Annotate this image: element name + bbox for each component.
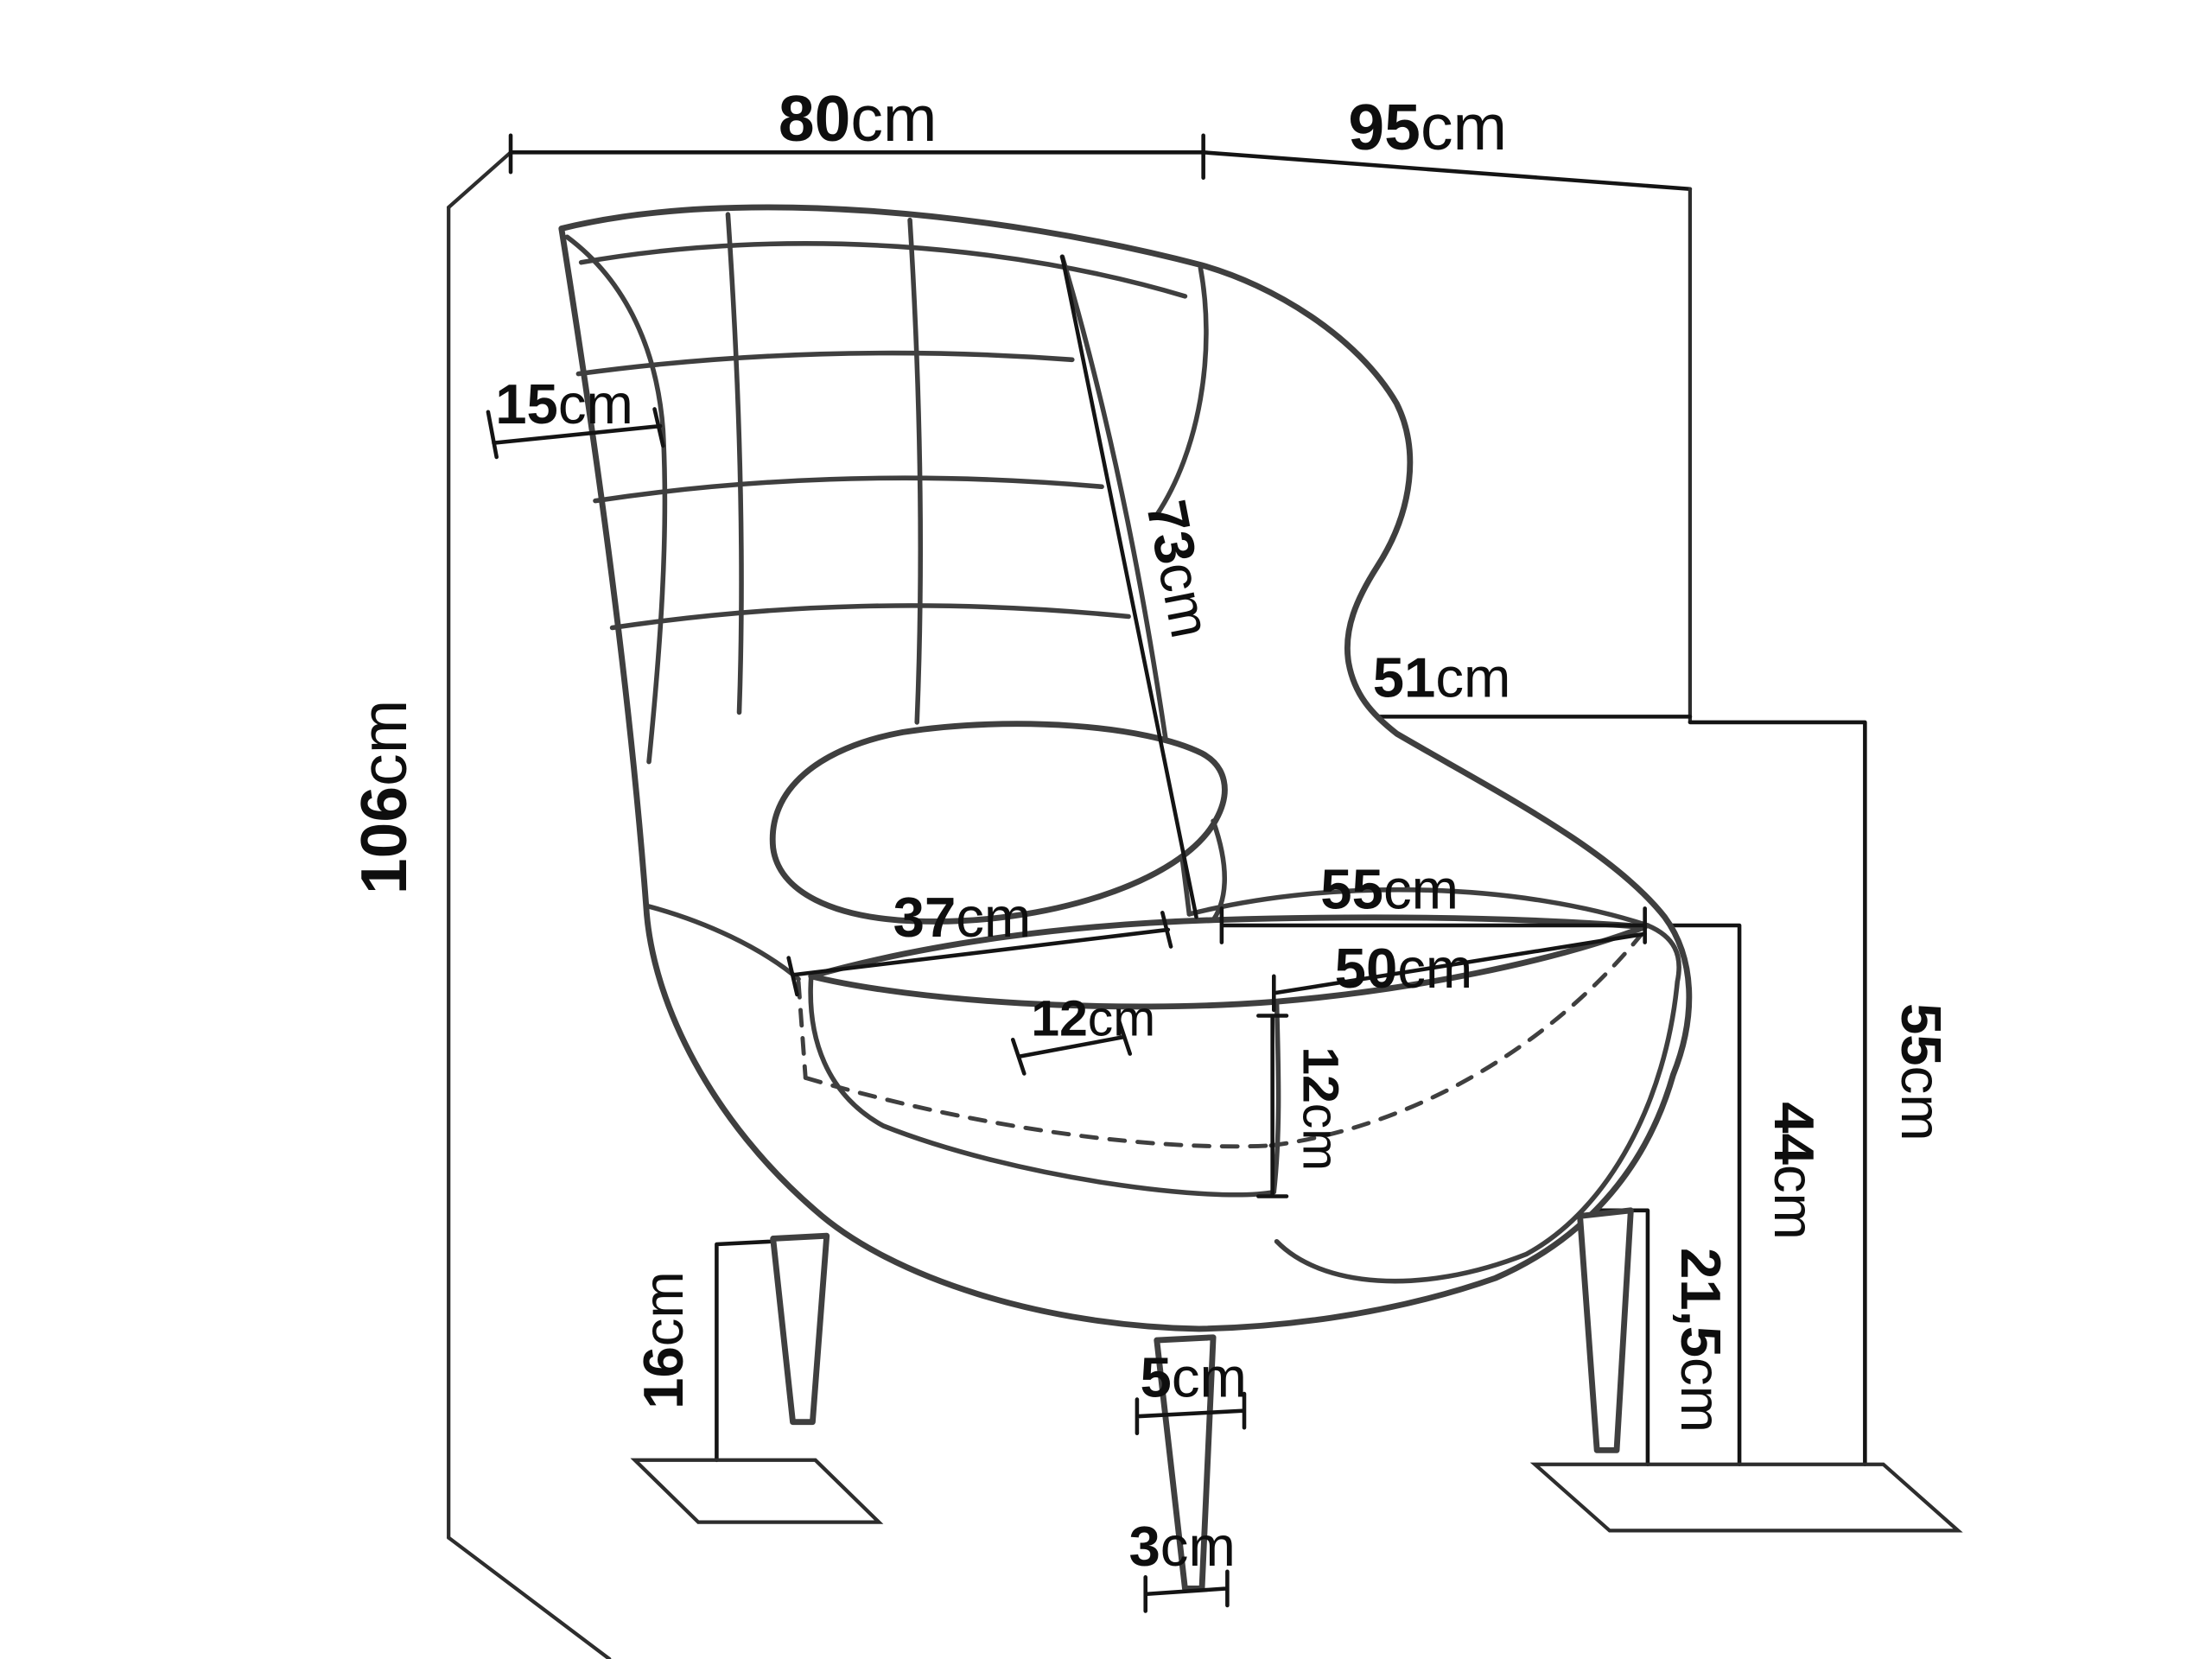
tuft-line-vertical-2	[907, 217, 924, 725]
chair-top-roll-seam	[578, 241, 1188, 299]
dim-label-wing-15: 15cm	[495, 372, 633, 435]
dim-line-side-55	[1688, 720, 1867, 1466]
dim-label-seat-55: 55cm	[1320, 857, 1459, 920]
dim-label-seat-37: 37cm	[893, 886, 1032, 949]
armchair-drawing	[558, 204, 1693, 1592]
chair-left-wing-seam	[564, 234, 668, 765]
dim-label-leg-16: 16cm	[632, 1271, 695, 1409]
tuft-line-horizontal-1	[575, 350, 1075, 377]
left-wall-top-edge	[447, 150, 513, 210]
right-arm-top-roll	[1186, 887, 1650, 928]
dim-line-back-73	[1060, 254, 1198, 919]
dim-line-seat-55	[1219, 906, 1647, 944]
foreground-dimension-lines	[486, 254, 1647, 1613]
dim-line-cushion-12-left	[1010, 1018, 1133, 1076]
left-wall-bottom-edge	[447, 1535, 612, 1659]
dim-label-height-106: 106cm	[347, 700, 420, 894]
dim-line-leg-top-5	[1135, 1391, 1247, 1436]
floor-plane-right	[1529, 1462, 1963, 1533]
dim-label-clearance-21-5: 21,5cm	[1669, 1248, 1732, 1433]
dim-label-arm-51: 51cm	[1373, 646, 1511, 709]
chair-right-wing-crease	[1154, 265, 1209, 518]
dim-label-side-55: 55cm	[1890, 1003, 1953, 1141]
dim-label-back-73: 73cm	[1135, 495, 1223, 643]
dim-line-cushion-12-vertical	[1256, 1014, 1289, 1198]
chair-lumbar-pillow	[769, 721, 1228, 925]
chair-leg-right	[1577, 1207, 1634, 1453]
reference-planes	[447, 133, 1963, 1659]
chair-leg-front-left	[770, 1232, 830, 1426]
tuft-line-horizontal-2	[593, 475, 1104, 504]
seat-cushion-front	[808, 974, 1281, 1198]
dimension-labels: 80cm 95cm 15cm 73cm 51cm 106cm 55cm 37cm…	[347, 82, 1953, 1578]
dim-label-leg-top-5: 5cm	[1141, 1345, 1247, 1408]
dim-line-leg-bottom-3	[1143, 1569, 1230, 1613]
dim-line-seat-37	[786, 911, 1173, 997]
pillow-crease	[1208, 818, 1227, 927]
right-arm-front	[1274, 923, 1681, 1284]
dim-label-cushion-12-vertical: 12cm	[1293, 1046, 1349, 1171]
dim-label-seat-50: 50cm	[1335, 937, 1473, 1000]
hidden-edge-seat-left	[796, 979, 808, 1080]
dim-label-width-80: 80cm	[779, 82, 938, 155]
dim-line-leg-16	[715, 1239, 775, 1463]
dim-line-wing-15	[486, 407, 665, 460]
tuft-line-vertical-1	[725, 212, 744, 715]
floor-plane-left	[630, 1458, 884, 1524]
dim-line-depth-95	[1201, 150, 1693, 192]
dim-label-seat-height-44: 44cm	[1763, 1102, 1826, 1240]
dim-ticks-width-80	[508, 133, 1205, 180]
hidden-edge-cushion-right	[1268, 933, 1643, 1148]
dim-label-cushion-12-left: 12cm	[1031, 990, 1155, 1046]
hidden-edge-cushion-bottom	[803, 1075, 1274, 1149]
dim-line-seat-50	[1272, 931, 1647, 1013]
dim-label-leg-bottom-3: 3cm	[1128, 1515, 1235, 1578]
tuft-line-horizontal-3	[609, 603, 1131, 631]
left-arm-edge	[643, 903, 801, 982]
dim-label-depth-95: 95cm	[1348, 91, 1507, 163]
